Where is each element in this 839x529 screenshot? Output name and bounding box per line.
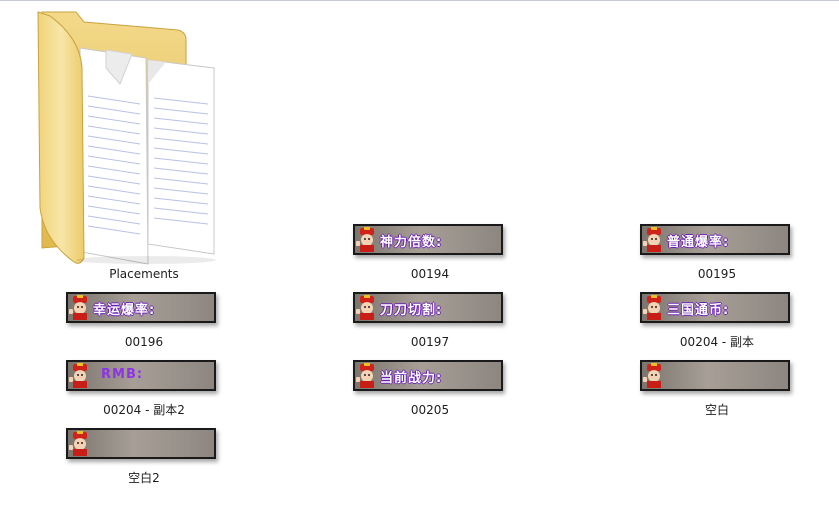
avatar-icon: [69, 363, 87, 388]
thumbnail-caption: RMB:: [101, 367, 144, 382]
folder-icon: [37, 11, 216, 265]
avatar-icon: [643, 227, 661, 252]
thumbnail-caption: 神力倍数:: [380, 235, 443, 250]
file-name: 00194: [410, 267, 450, 281]
file-name: 00204 - 副本: [679, 335, 755, 349]
image-thumbnail: 幸运爆率:: [66, 292, 216, 323]
avatar-icon: [643, 295, 661, 320]
image-thumbnail: RMB:: [66, 360, 216, 391]
file-name: 空白: [704, 403, 729, 417]
image-thumbnail: 三国通币:: [640, 292, 790, 323]
folder-placements[interactable]: Placements: [0, 0, 290, 285]
file-item[interactable]: RMB: 00204 - 副本2: [65, 360, 223, 420]
avatar-icon: [69, 431, 87, 456]
file-item[interactable]: 当前战力: 00205: [352, 360, 510, 420]
avatar-icon: [356, 227, 374, 252]
avatar-icon: [356, 295, 374, 320]
thumbnail-caption: 三国通币:: [667, 303, 730, 318]
image-thumbnail: 神力倍数:: [353, 224, 503, 255]
file-name: 00196: [124, 335, 164, 349]
file-item[interactable]: 三国通币: 00204 - 副本: [639, 292, 797, 352]
image-thumbnail: [66, 428, 216, 459]
thumbnail-caption: 幸运爆率:: [93, 303, 156, 318]
thumbnail-caption: 普通爆率:: [667, 235, 730, 250]
file-item[interactable]: 刀刀切割: 00197: [352, 292, 510, 352]
file-name: 00205: [410, 403, 450, 417]
thumbnail-caption: 刀刀切割:: [380, 303, 443, 318]
image-thumbnail: 刀刀切割:: [353, 292, 503, 323]
file-name: 空白2: [128, 471, 160, 485]
file-item[interactable]: 幸运爆率: 00196: [65, 292, 223, 352]
file-item[interactable]: 空白: [639, 360, 797, 420]
image-thumbnail: 当前战力:: [353, 360, 503, 391]
avatar-icon: [356, 363, 374, 388]
file-item[interactable]: 神力倍数: 00194: [352, 224, 510, 284]
image-thumbnail: 普通爆率:: [640, 224, 790, 255]
image-thumbnail: [640, 360, 790, 391]
thumbnail-caption: 当前战力:: [380, 371, 443, 386]
window-top-border: [0, 0, 839, 1]
file-item[interactable]: 空白2: [65, 428, 223, 488]
file-name: 00197: [410, 335, 450, 349]
file-name: Placements: [109, 267, 179, 281]
file-name: 00204 - 副本2: [103, 403, 185, 417]
file-item[interactable]: 普通爆率: 00195: [639, 224, 797, 284]
avatar-icon: [643, 363, 661, 388]
avatar-icon: [69, 295, 87, 320]
file-name: 00195: [697, 267, 737, 281]
